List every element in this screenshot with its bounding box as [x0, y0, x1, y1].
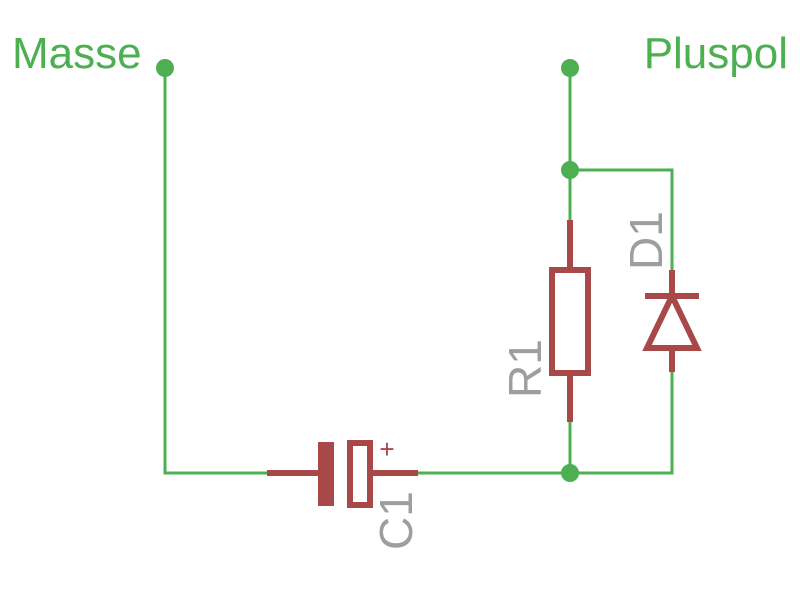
d1-designator: D1 [620, 211, 672, 270]
masse-net-label: Masse [12, 29, 142, 78]
pluspol-net-label: Pluspol [644, 29, 788, 78]
r1-designator: R1 [499, 339, 551, 398]
c1-polarity-mark: + [379, 434, 394, 464]
lower-junction-dot [561, 464, 579, 482]
upper-junction-dot [561, 161, 579, 179]
wires [163, 66, 674, 475]
c1-positive-plate [347, 440, 373, 508]
diode-d1[interactable] [642, 270, 702, 372]
wire-junction-to-d1 [568, 168, 674, 272]
wire-masse-to-c1 [163, 66, 269, 475]
d1-triangle [642, 289, 702, 351]
r1-body [549, 267, 591, 376]
pluspol-pin-dot[interactable] [561, 59, 579, 77]
c1-designator: C1 [370, 491, 422, 550]
wire-d1-to-junction [568, 370, 674, 475]
masse-pin-dot[interactable] [156, 59, 174, 77]
c1-negative-plate [318, 442, 334, 506]
resistor-r1[interactable] [549, 220, 591, 422]
capacitor-c1[interactable]: + [267, 434, 418, 508]
